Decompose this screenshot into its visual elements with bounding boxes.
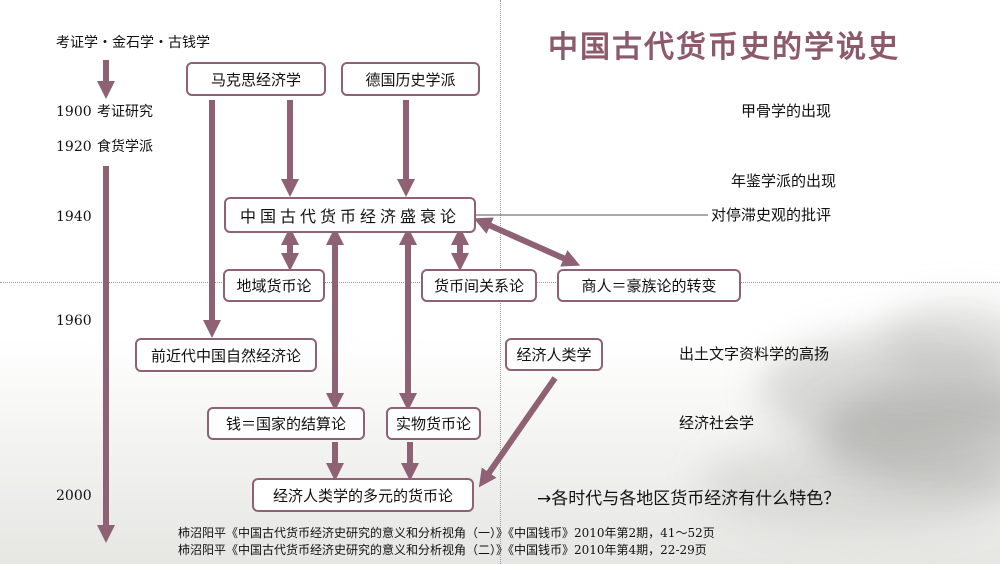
box-plural-money-theory: 经济人类学的多元的货币论 xyxy=(252,478,474,512)
box-premodern-natural-economy: 前近代中国自然经济论 xyxy=(135,338,317,372)
ink-wash-decoration xyxy=(880,300,1000,380)
box-merchant-gentry: 商人＝豪族论的转变 xyxy=(557,269,741,302)
box-state-settlement: 钱＝国家的结算论 xyxy=(207,407,365,440)
note-stagnation-critique: 对停滞史观的批评 xyxy=(711,206,832,224)
year-1920-label: 食货学派 xyxy=(97,139,153,155)
year-1940: 1940 xyxy=(56,209,92,225)
box-inter-currency: 货币间关系论 xyxy=(421,269,537,302)
note-oracle-bones: 甲骨学的出现 xyxy=(741,102,832,120)
ink-wash-decoration xyxy=(700,440,1000,530)
arrow-risefall-merchant xyxy=(473,217,581,267)
note-excavated-texts: 出土文字资料学的高扬 xyxy=(679,345,830,363)
year-1960: 1960 xyxy=(56,313,92,329)
note-economic-sociology: 经济社会学 xyxy=(679,414,755,432)
note-annales-school: 年鉴学派的出现 xyxy=(731,172,837,190)
year-1920: 1920 xyxy=(56,139,92,155)
year-2000: 2000 xyxy=(56,488,92,504)
year-1900-label: 考证研究 xyxy=(97,104,153,120)
research-question: →各时代与各地区货币经济有什么特色？ xyxy=(537,489,841,509)
box-regional-currency: 地域货币论 xyxy=(223,269,325,302)
box-rise-fall-theory: 中国古代货币经济盛衰论 xyxy=(224,197,476,233)
page-title: 中国古代货币史的学说史 xyxy=(548,30,900,65)
box-marx-economics: 马克思经济学 xyxy=(186,62,326,96)
timeline-top-label: 考证学・金石学・古钱学 xyxy=(56,35,210,51)
citation-2: 柿沼阳平《中国古代货币经济史研究的意义和分析视角（二）》《中国钱币》2010年第… xyxy=(178,543,707,557)
arrow-anthro-to-plural xyxy=(478,376,558,488)
box-german-historical-school: 德国历史学派 xyxy=(341,62,480,96)
citation-1: 柿沼阳平《中国古代货币经济史研究的意义和分析视角（一）》《中国钱币》2010年第… xyxy=(178,526,715,540)
year-1900: 1900 xyxy=(56,104,92,120)
box-economic-anthropology: 经济人类学 xyxy=(505,338,603,371)
box-commodity-money: 实物货币论 xyxy=(386,407,481,440)
ink-wash-decoration xyxy=(760,330,1000,450)
ink-wash-decoration xyxy=(820,380,1000,490)
